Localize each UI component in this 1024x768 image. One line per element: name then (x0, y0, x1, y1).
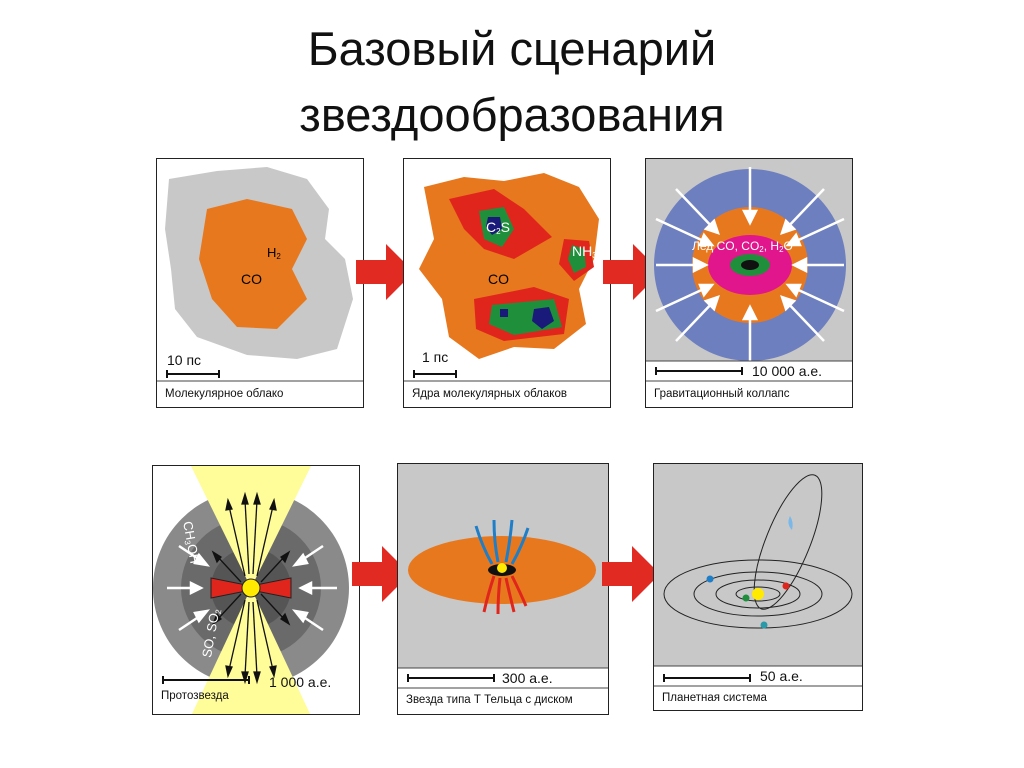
molecular-cores-graphic (404, 173, 610, 382)
scale-label: 50 а.е. (760, 668, 803, 684)
label-h2: H2 (267, 245, 281, 261)
scale-label: 1 пс (422, 349, 449, 365)
page-title-line-2: звездообразования (299, 88, 725, 141)
arrow-right-1 (356, 244, 414, 300)
label-c2s: C2S (486, 219, 510, 236)
panel-caption: Протозвезда (161, 690, 229, 702)
molecular-cloud-graphic (157, 167, 363, 382)
label-ice: Лед CO, CO2, H2O (692, 239, 793, 254)
panel-caption: Звезда типа Т Тельца с диском (406, 694, 573, 706)
panel-caption: Планетная система (662, 692, 767, 704)
label-co: CO (488, 271, 509, 287)
scale-label: 10 пс (167, 352, 202, 368)
scale-label: 300 а.е. (502, 670, 553, 686)
panel-gravitational-collapse: Лед CO, CO2, H2O 10 000 а.е. Гравитацион… (645, 158, 853, 408)
panel-protostar: CH3OH SO, SO2 1 000 а.е. Протозвезда (152, 465, 360, 715)
panel-caption: Ядра молекулярных облаков (412, 388, 567, 400)
scale-label: 10 000 а.е. (752, 363, 823, 379)
arrow-right-3 (352, 546, 410, 602)
collapse-graphic (646, 167, 852, 407)
panel-planetary-system: 50 а.е. Планетная система (653, 463, 863, 711)
arrow-right-4 (602, 546, 660, 602)
scale-label: 1 000 а.е. (269, 674, 332, 690)
label-co: CO (241, 271, 262, 287)
label-nh3: NH3 (572, 243, 597, 260)
panel-caption: Молекулярное облако (165, 388, 284, 400)
panel-caption: Гравитационный коллапс (654, 388, 790, 400)
panel-molecular-cloud: H2 CO 10 пс Молекулярное облако (156, 158, 364, 408)
planetary-system-graphic (654, 474, 862, 710)
panel-t-tauri-star: 300 а.е. Звезда типа Т Тельца с диском (397, 463, 609, 715)
panel-molecular-cores: C2S NH3 CO 1 пс Ядра молекулярных облако… (403, 158, 611, 408)
protostar-graphic (153, 466, 349, 714)
t-tauri-graphic (398, 519, 608, 714)
page-title-line-1: Базовый сценарий (307, 22, 717, 75)
